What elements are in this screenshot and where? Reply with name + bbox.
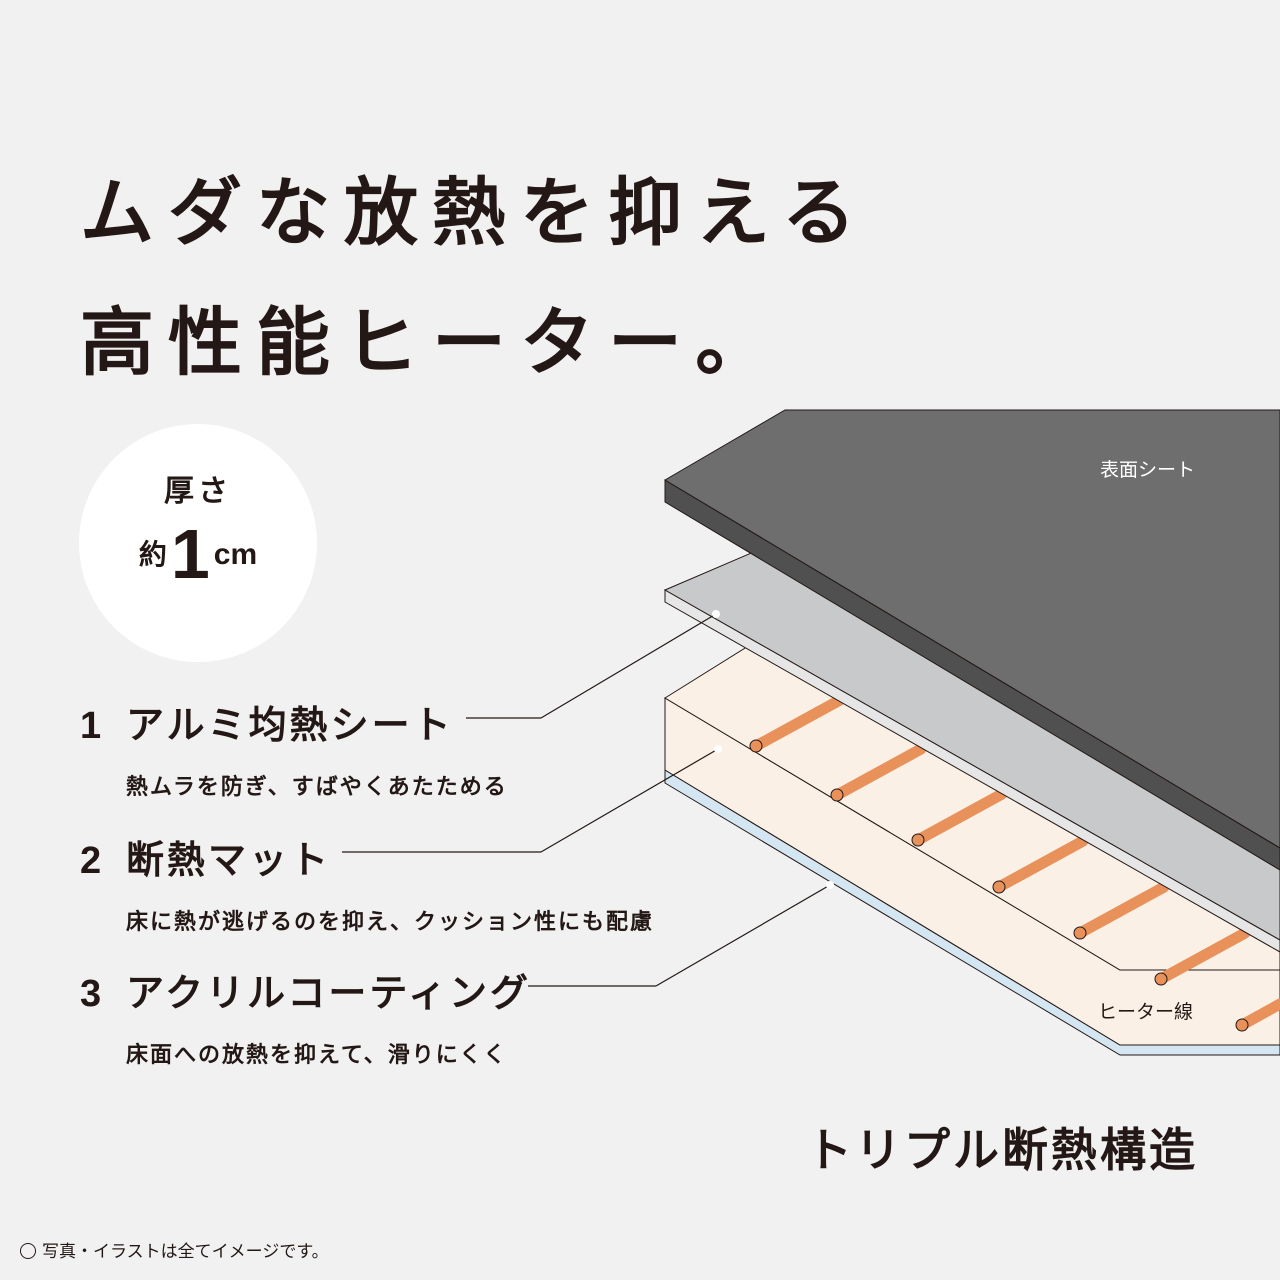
heater-wire-label: ヒーター線 (1098, 1001, 1193, 1023)
thickness-number: 1 (170, 515, 210, 593)
thickness-prefix: 約 (138, 538, 167, 571)
heater-wire (911, 788, 1008, 847)
image-note: 写真・イラストは全てイメージです。 (20, 1237, 329, 1262)
feature-title: アクリルコーティング (126, 971, 532, 1015)
thickness-unit: cm (213, 538, 258, 571)
feature-title: アルミ均熱シート (126, 703, 454, 747)
image-note-text: 写真・イラストは全てイメージです。 (42, 1242, 329, 1262)
heater-wire (1073, 881, 1170, 940)
feature-description: 床面への放熱を抑えて、滑りにくく (126, 1043, 508, 1068)
thickness-badge-label: 厚さ (164, 474, 232, 509)
heater-wire (830, 743, 927, 802)
structure-label: トリプル断熱構造 (806, 1123, 1198, 1177)
headline: ムダな放熱を抑える 高性能ヒーター。 (80, 148, 870, 408)
feature-acrylic-coating: 3 アクリルコーティング 床面への放熱を抑えて、滑りにくく (80, 962, 531, 1069)
heater-wire (992, 835, 1089, 894)
feature-number: 1 (80, 705, 105, 747)
feature-description: 熱ムラを防ぎ、すばやくあたためる (126, 775, 508, 800)
heater-wires (749, 694, 1280, 1032)
heater-wire (1235, 998, 1280, 1032)
circle-icon (20, 1243, 36, 1259)
leader-line-aluminum (466, 610, 720, 719)
feature-title: 断熱マット (126, 838, 332, 882)
headline-line-1: ムダな放熱を抑える (80, 170, 870, 256)
leader-line-acrylic (528, 881, 834, 987)
feature-number: 2 (80, 840, 105, 882)
leader-line-insulation (342, 745, 722, 853)
surface-sheet-label: 表面シート (1100, 459, 1195, 481)
thickness-badge (79, 424, 317, 662)
feature-aluminum-sheet: 1 アルミ均熱シート 熱ムラを防ぎ、すばやくあたためる (80, 694, 508, 801)
feature-description: 床に熱が逃げるのを抑え、クッション性にも配慮 (126, 910, 655, 935)
surface-sheet-top (664, 409, 1280, 849)
feature-insulation-mat: 2 断熱マット 床に熱が逃げるのを抑え、クッション性にも配慮 (80, 829, 654, 936)
heater-wire (1154, 927, 1251, 986)
headline-line-2: 高性能ヒーター。 (80, 300, 784, 386)
heater-wire (749, 694, 846, 753)
feature-number: 3 (80, 973, 105, 1015)
